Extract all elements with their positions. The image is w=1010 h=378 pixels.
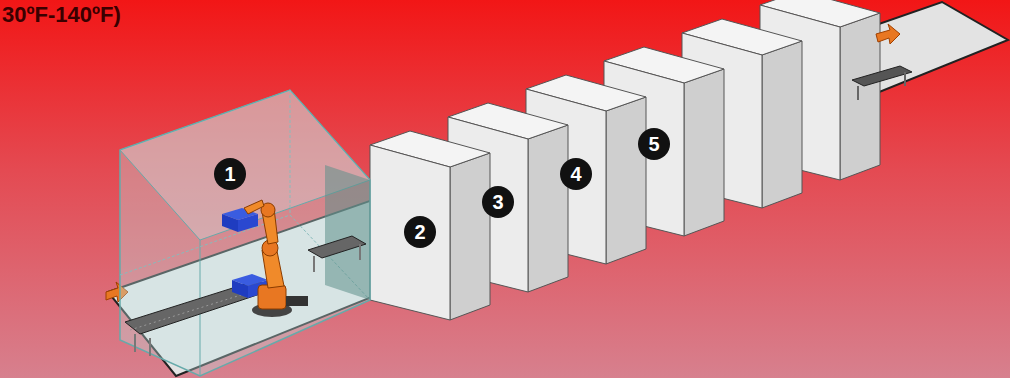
callout-circle: 4	[560, 158, 592, 190]
floor-platform	[108, 2, 1008, 376]
exit-arrow	[876, 24, 900, 44]
chamber-face	[762, 41, 802, 208]
chamber-face	[684, 69, 724, 236]
callout-circle: 3	[482, 186, 514, 218]
robot-cell	[120, 90, 370, 376]
callout-number: 1	[224, 163, 235, 186]
exit-conveyor	[852, 66, 912, 100]
callout-circle: 5	[638, 128, 670, 160]
chamber-face	[528, 125, 568, 292]
callout-number: 4	[570, 163, 581, 186]
callout-circle: 1	[214, 158, 246, 190]
temperature-heading: 30ºF-140ºF)	[2, 2, 121, 28]
chamber-face	[606, 97, 646, 264]
callout-number: 2	[414, 221, 425, 244]
chamber-row	[370, 0, 880, 320]
callout-number: 3	[492, 191, 503, 214]
callout-number: 5	[648, 133, 659, 156]
chamber-face	[370, 145, 450, 320]
chamber-box	[370, 131, 490, 320]
chamber-face	[840, 13, 880, 180]
chamber-face	[450, 153, 490, 320]
callout-circle: 2	[404, 216, 436, 248]
